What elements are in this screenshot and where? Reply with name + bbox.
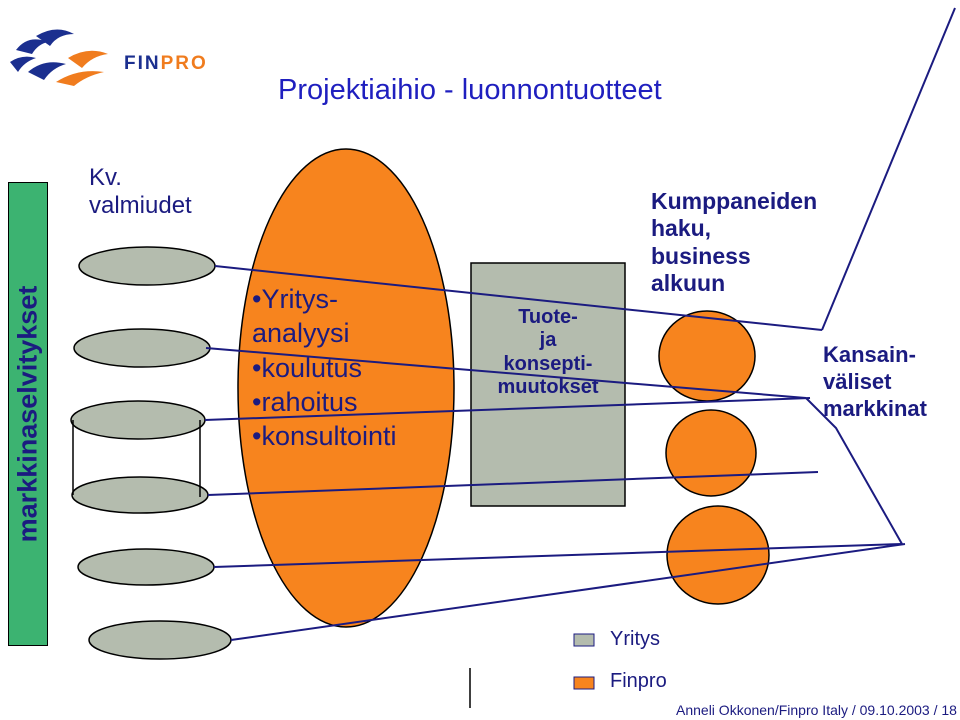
capability-oval-4 [71, 476, 209, 514]
services-oval [237, 148, 455, 628]
capability-oval-2 [73, 328, 211, 368]
services-list: •Yritys- analyysi •koulutus •rahoitus •k… [252, 282, 397, 453]
funnel-lines [204, 7, 956, 641]
capability-oval-5 [77, 548, 215, 586]
legend-label-yritys: Yritys [610, 628, 660, 650]
legend-label-finpro: Finpro [610, 670, 667, 692]
legend-swatch-finpro [573, 676, 595, 690]
brand-wordmark: FINPRO [124, 53, 208, 74]
services-item: •koulutus [252, 352, 363, 383]
capability-oval-6 [88, 620, 232, 660]
product-change-label: Tuote- ja konsepti- muutokset [497, 306, 599, 399]
services-item: •Yritys- [252, 284, 338, 314]
partner-circle-2 [665, 409, 757, 497]
services-item: •rahoitus [252, 386, 358, 417]
partner-circle-3 [666, 505, 770, 605]
international-markets-label: Kansain- väliset markkinat [823, 342, 927, 421]
services-item: •konsultointi [252, 421, 397, 452]
page-title: Projektiaihio - luonnontuotteet [278, 74, 662, 106]
footer-text: Anneli Okkonen/Finpro Italy / 09.10.2003… [676, 702, 957, 718]
kv-label: Kv. valmiudet [89, 164, 192, 219]
capability-oval-3 [70, 400, 206, 440]
product-change-box [470, 262, 626, 507]
finpro-logo [10, 29, 108, 86]
capability-oval-1 [78, 246, 216, 286]
partner-search-label: Kumppaneiden haku, business alkuun [651, 188, 818, 297]
market-research-box: markkinaselvitykset [8, 182, 48, 646]
services-item: analyysi [252, 318, 350, 349]
legend-swatch-yritys [573, 633, 595, 647]
